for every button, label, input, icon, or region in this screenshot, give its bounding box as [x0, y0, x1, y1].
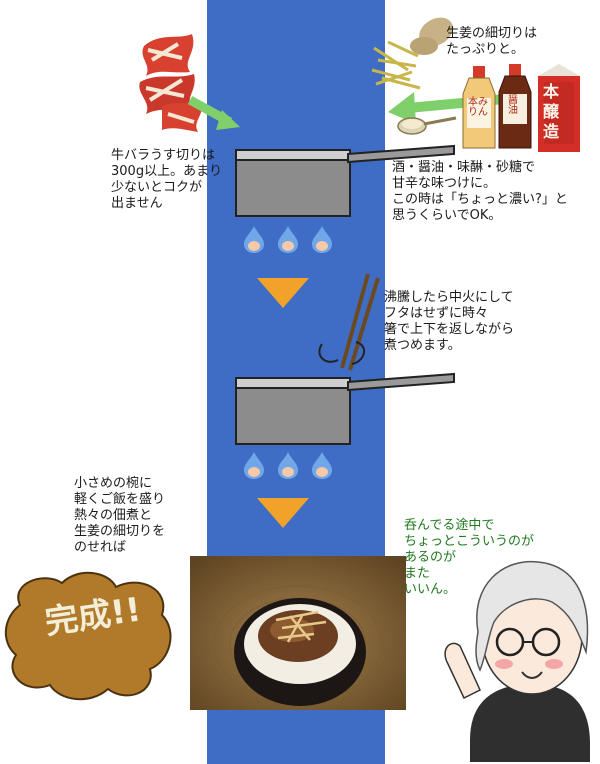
- sake-carton-label: 本醸造: [543, 82, 560, 141]
- soy-bottle-label: 醤油: [508, 95, 518, 116]
- seasoning-note: 酒・醤油・味醂・砂糖で 甘辛な味つけに。 この時は「ちょっと濃い?」と 思うくら…: [392, 160, 568, 223]
- beef-slices-illustration: [139, 34, 240, 132]
- flame-icon: [244, 226, 332, 253]
- pot-step1: [235, 144, 455, 217]
- serve-note: 小さめの椀に 軽くご飯を盛り 熱々の佃煮と 生姜の細切りを のせれば: [74, 476, 166, 555]
- beef-note: 牛バラうす切りは 300g以上。あまり 少ないとコクが 出ません: [111, 148, 223, 211]
- flame-icon: [244, 452, 332, 479]
- arrow-down-icon: [257, 498, 309, 528]
- mirin-bottle: [462, 66, 496, 149]
- seasoning-arrow: [388, 92, 517, 124]
- done-blob: [4, 571, 172, 701]
- mirin-bottle-label: 本みりん: [468, 97, 488, 118]
- ginger-illustration: [371, 17, 453, 90]
- pot-step2: [235, 372, 455, 445]
- rice-bowl-image: [190, 556, 406, 710]
- character-illustration: [444, 560, 590, 762]
- simmer-note: 沸騰したら中火にして フタはせずに時々 箸で上下を返しながら 煮つめます。: [384, 290, 515, 353]
- sake-carton: [538, 64, 580, 152]
- comment-note: 呑んでる途中で ちょっとこういうのが あるのが また いいん。: [404, 518, 535, 597]
- soy-bottle: [498, 64, 532, 149]
- ginger-note: 生姜の細切りは たっぷりと。: [446, 26, 538, 57]
- chopsticks-icon: [318, 273, 380, 371]
- sugar-spoon-icon: [397, 116, 457, 135]
- finished-dish-photo: [190, 556, 406, 710]
- arrow-down-icon: [257, 278, 309, 308]
